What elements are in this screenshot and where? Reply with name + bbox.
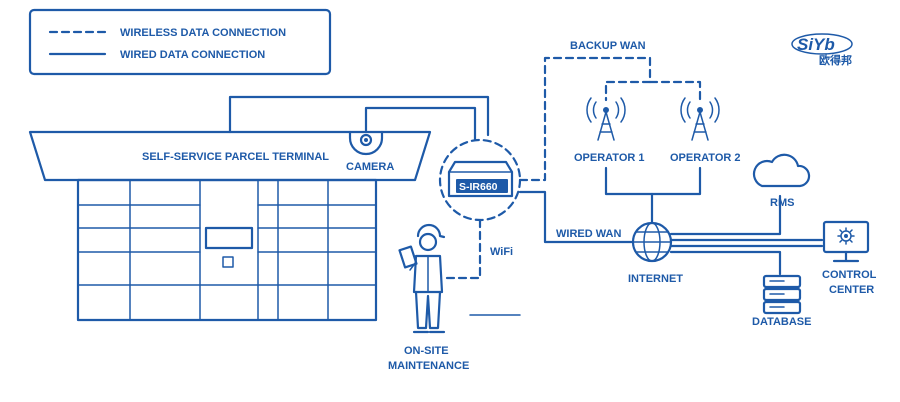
operator1-label: OPERATOR 1 [574, 152, 645, 164]
router-label: S-IR660 [459, 181, 498, 193]
operator-1-tower-icon [586, 97, 626, 141]
logo-text: SiYb [797, 35, 835, 54]
legend-wireless-label: WIRELESS DATA CONNECTION [120, 27, 286, 39]
wifi-link [443, 218, 482, 280]
locker-grid [77, 179, 377, 321]
locker-keypad [222, 256, 234, 268]
backup-wan-link-operator2 [648, 80, 702, 102]
database-icon [762, 274, 802, 315]
operators-join [604, 166, 702, 196]
control-label-line1: CONTROL [822, 269, 877, 281]
terminal-canopy [28, 130, 432, 182]
monitor-icon [822, 220, 870, 263]
internet-to-rms [669, 194, 782, 236]
wifi-label: WiFi [490, 246, 513, 258]
camera-to-router-wire [364, 106, 477, 142]
cloud-icon [752, 153, 811, 188]
operator-2-tower-icon [680, 97, 720, 141]
legend: WIRELESS DATA CONNECTION WIRED DATA CONN… [28, 8, 332, 76]
rms-label: RMS [770, 197, 794, 209]
globe-icon [631, 221, 673, 263]
camera-icon [348, 130, 384, 156]
router-s-ir660: S-IR660 [438, 138, 522, 222]
camera-label: CAMERA [346, 161, 394, 173]
terminal-to-router-wire [228, 95, 490, 137]
wired-wan-link [518, 190, 634, 244]
internet-label: INTERNET [628, 273, 683, 285]
siyb-logo: SiYb 欧得邦 [791, 33, 853, 67]
control-label-line2: CENTER [829, 284, 874, 296]
gear-icon [837, 227, 855, 245]
locker-screen [204, 226, 254, 250]
locker-body [76, 178, 378, 322]
maintenance-label-line2: MAINTENANCE [388, 360, 469, 372]
internet-to-database [669, 250, 782, 276]
maintenance-label-line1: ON-SITE [404, 345, 449, 357]
maintenance-person-icon [398, 223, 446, 334]
backup-wan-link [518, 56, 652, 182]
legend-wired-label: WIRED DATA CONNECTION [120, 49, 265, 61]
parcel-terminal: SELF-SERVICE PARCEL TERMINAL [28, 130, 432, 322]
database-label: DATABASE [752, 316, 811, 328]
backup-wan-label: BACKUP WAN [570, 40, 646, 52]
logo-subtext: 欧得邦 [819, 53, 852, 67]
wired-wan-label: WIRED WAN [556, 228, 621, 240]
operator2-label: OPERATOR 2 [670, 152, 741, 164]
terminal-label: SELF-SERVICE PARCEL TERMINAL [142, 151, 329, 163]
